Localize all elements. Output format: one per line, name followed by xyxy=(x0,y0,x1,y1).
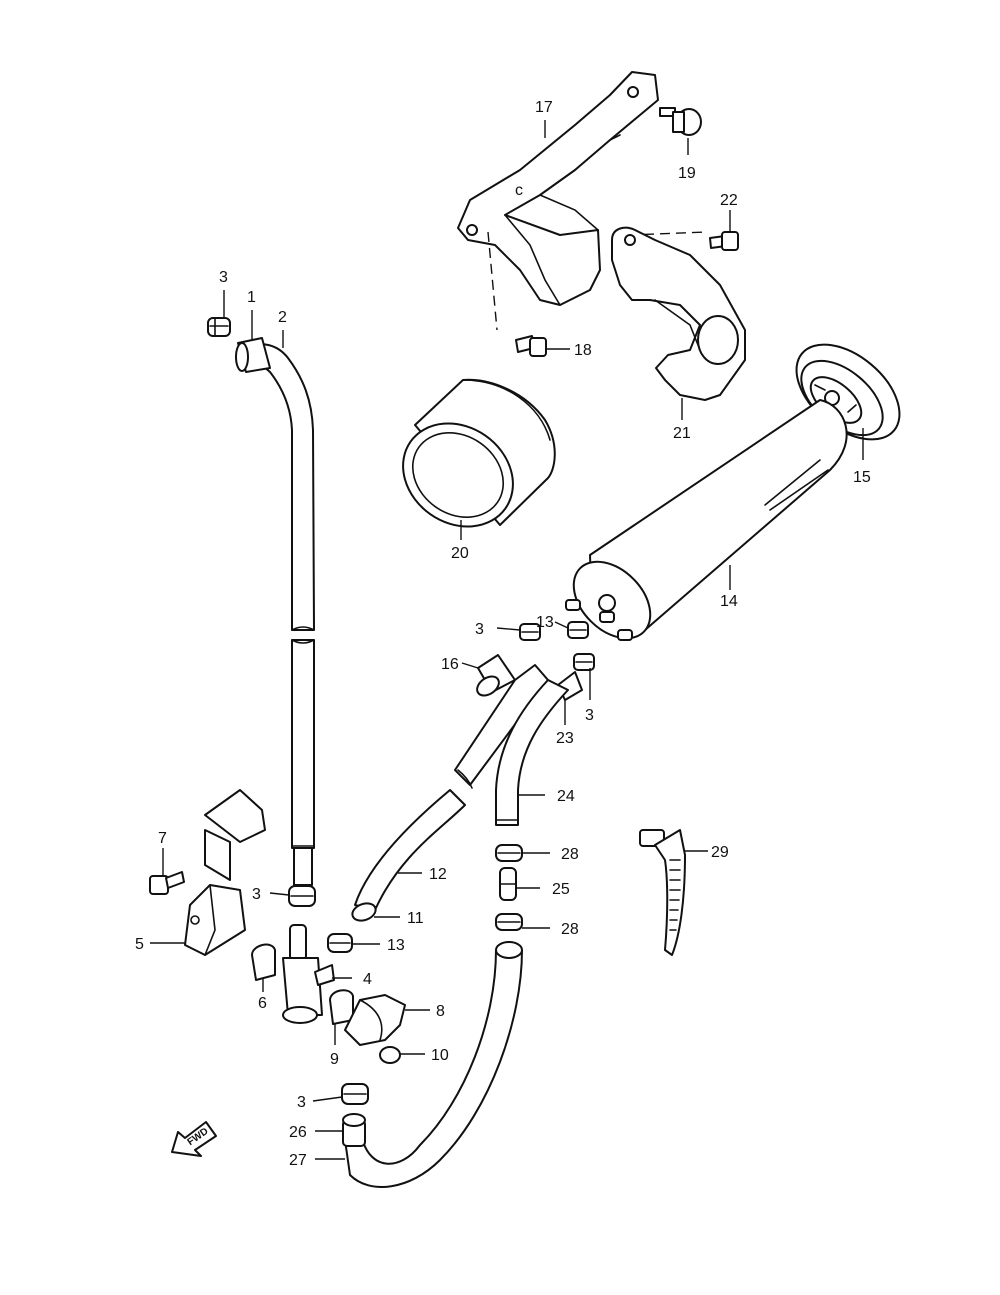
clip-13-lower xyxy=(327,933,353,953)
rubber-sleeve-20 xyxy=(402,378,556,528)
callout-24: 24 xyxy=(557,788,575,805)
clip-3-lower xyxy=(341,1083,369,1105)
callout-21: 21 xyxy=(673,425,691,442)
callout-12: 12 xyxy=(429,866,447,883)
callout-13: 13 xyxy=(536,614,554,631)
clip-13-canister xyxy=(567,621,589,639)
callout-28: 28 xyxy=(561,846,579,863)
hose-24 xyxy=(495,679,569,826)
hose-end-1 xyxy=(235,337,271,373)
hose-27 xyxy=(344,941,523,1188)
hose-end-26 xyxy=(342,1113,366,1147)
bolt-18 xyxy=(515,335,547,357)
clip-28-bottom xyxy=(495,913,523,931)
callout-2: 2 xyxy=(278,309,287,326)
callout-28: 28 xyxy=(561,921,579,938)
callout-5: 5 xyxy=(135,936,144,953)
callout-11: 11 xyxy=(407,910,424,927)
bolt-7 xyxy=(149,871,185,895)
callout-26: 26 xyxy=(289,1124,307,1141)
callout-7: 7 xyxy=(158,830,167,847)
fwd-arrow: FWD xyxy=(171,1121,217,1157)
plug-16 xyxy=(476,654,516,697)
callout-20: 20 xyxy=(451,545,469,562)
callout-4: 4 xyxy=(363,971,372,988)
callout-19: 19 xyxy=(678,165,696,182)
clip-3-canister-right xyxy=(573,653,595,671)
callout-25: 25 xyxy=(552,881,570,898)
callout-3: 3 xyxy=(585,707,594,724)
callout-6: 6 xyxy=(258,995,267,1012)
callout-16: 16 xyxy=(441,656,459,673)
clamp-8 xyxy=(344,994,406,1046)
callout-27: 27 xyxy=(289,1152,307,1169)
callout-3: 3 xyxy=(252,886,261,903)
clip-28-top xyxy=(495,844,523,862)
canister-14 xyxy=(565,399,848,641)
callout-1: 1 xyxy=(247,289,256,306)
tie-strap-29 xyxy=(639,829,686,956)
hose-12 xyxy=(351,664,549,922)
bracket-5 xyxy=(184,789,266,956)
callout-10: 10 xyxy=(431,1047,449,1064)
callout-22: 22 xyxy=(720,192,738,209)
screw-10 xyxy=(379,1046,401,1064)
callout-labels: 3 1 2 17 19 22 18 21 15 20 14 3 13 3 16 … xyxy=(135,99,871,1169)
callout-9: 9 xyxy=(330,1051,339,1068)
joint-25 xyxy=(499,867,517,901)
callout-3: 3 xyxy=(475,621,484,638)
bracket-21 xyxy=(611,226,746,401)
bolt-19 xyxy=(659,107,702,136)
grommet-6 xyxy=(251,943,276,981)
callout-29: 29 xyxy=(711,844,729,861)
callout-15: 15 xyxy=(853,469,871,486)
clip-3-canister-left xyxy=(519,623,541,641)
callout-17: 17 xyxy=(535,99,553,116)
bolt-22 xyxy=(709,231,739,251)
fuel-filter-4 xyxy=(282,924,335,1024)
svg-text:c: c xyxy=(515,182,523,199)
callout-3: 3 xyxy=(297,1094,306,1111)
clip-3-mid xyxy=(288,885,316,907)
hose-2 xyxy=(242,343,315,886)
callout-14: 14 xyxy=(720,593,738,610)
bracket-17: c xyxy=(457,71,659,306)
callout-18: 18 xyxy=(574,342,592,359)
callout-3: 3 xyxy=(219,269,228,286)
leader-lines xyxy=(150,120,864,1160)
callout-8: 8 xyxy=(436,1003,445,1020)
clip-3-top xyxy=(207,317,231,337)
callout-23: 23 xyxy=(556,730,574,747)
callout-13: 13 xyxy=(387,937,405,954)
